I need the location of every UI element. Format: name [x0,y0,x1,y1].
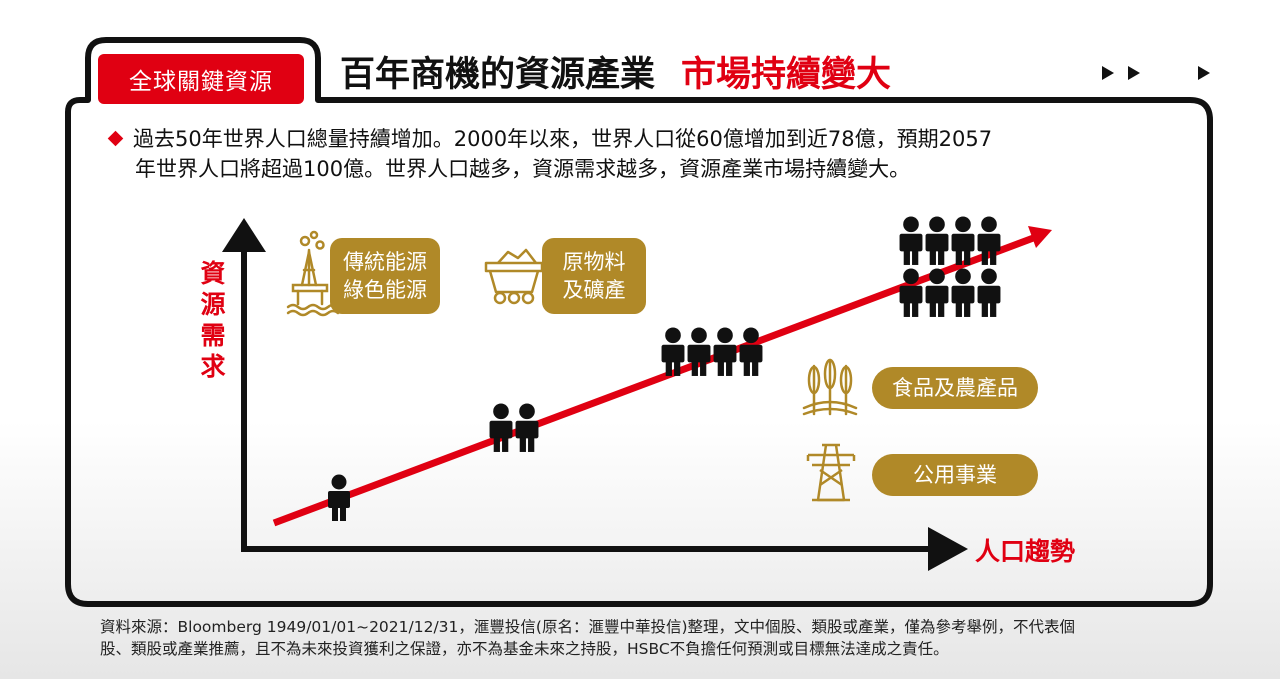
category-materials: 原物料 及礦產 [542,238,646,314]
title-main: 百年商機的資源產業 [340,54,656,95]
category-utilities-line-1: 公用事業 [913,463,997,487]
person-icon [328,474,350,521]
mine-cart-icon [484,248,544,305]
category-food-line-1: 食品及農產品 [892,376,1018,400]
person-icon [899,216,923,265]
category-food: 食品及農產品 [872,367,1038,409]
person-icon [489,403,513,452]
title-highlight: 市場持續變大 [681,54,892,95]
person-icon [977,268,1001,317]
source-line-1: 資料來源：Bloomberg 1949/01/01~2021/12/31，滙豐投… [100,618,1076,636]
source-line-2: 股、類股或產業推薦，且不為未來投資獲利之保證，亦不為基金未來之持股，HSBC不負… [100,640,949,658]
category-energy-line-2: 綠色能源 [343,278,427,302]
play-arrows-icon [1102,66,1210,80]
oil-rig-icon [286,230,340,317]
people-group-1 [328,474,350,521]
y-axis-label: 資 源 需 求 [200,259,226,381]
wheat-icon [802,358,858,416]
person-icon [739,327,763,376]
page-title: 百年商機的資源產業 市場持續變大 [340,42,891,100]
trend-line [272,233,1038,527]
category-materials-line-2: 及礦產 [562,278,626,302]
y-axis-arrowhead [222,218,266,252]
tag-label: 全球關鍵資源 [129,69,273,95]
tag-background [98,54,304,104]
trend-arrowhead [1028,226,1052,248]
intro-text: 過去50年世界人口總量持續增加。2000年以來，世界人口從60億增加到近78億，… [107,124,1190,184]
person-icon [925,216,949,265]
intro-line-1: 過去50年世界人口總量持續增加。2000年以來，世界人口從60億增加到近78億，… [133,127,993,151]
people-group-2 [489,403,539,452]
frame-border [65,37,1213,607]
person-icon [951,268,975,317]
intro-line-2: 年世界人口將超過100億。世界人口越多，資源需求越多，資源產業市場持續變大。 [135,157,911,181]
power-tower-icon [806,443,856,502]
x-axis-label: 人口趨勢 [975,537,1076,566]
people-group-4 [661,327,763,376]
category-materials-line-1: 原物料 [562,250,626,274]
person-icon [515,403,539,452]
category-energy-line-1: 傳統能源 [343,250,427,274]
person-icon [713,327,737,376]
person-icon [899,268,923,317]
category-utilities: 公用事業 [872,454,1038,496]
source-note: 資料來源：Bloomberg 1949/01/01~2021/12/31，滙豐投… [100,616,1200,660]
x-axis-arrowhead [928,527,968,571]
category-energy: 傳統能源 綠色能源 [330,238,440,314]
